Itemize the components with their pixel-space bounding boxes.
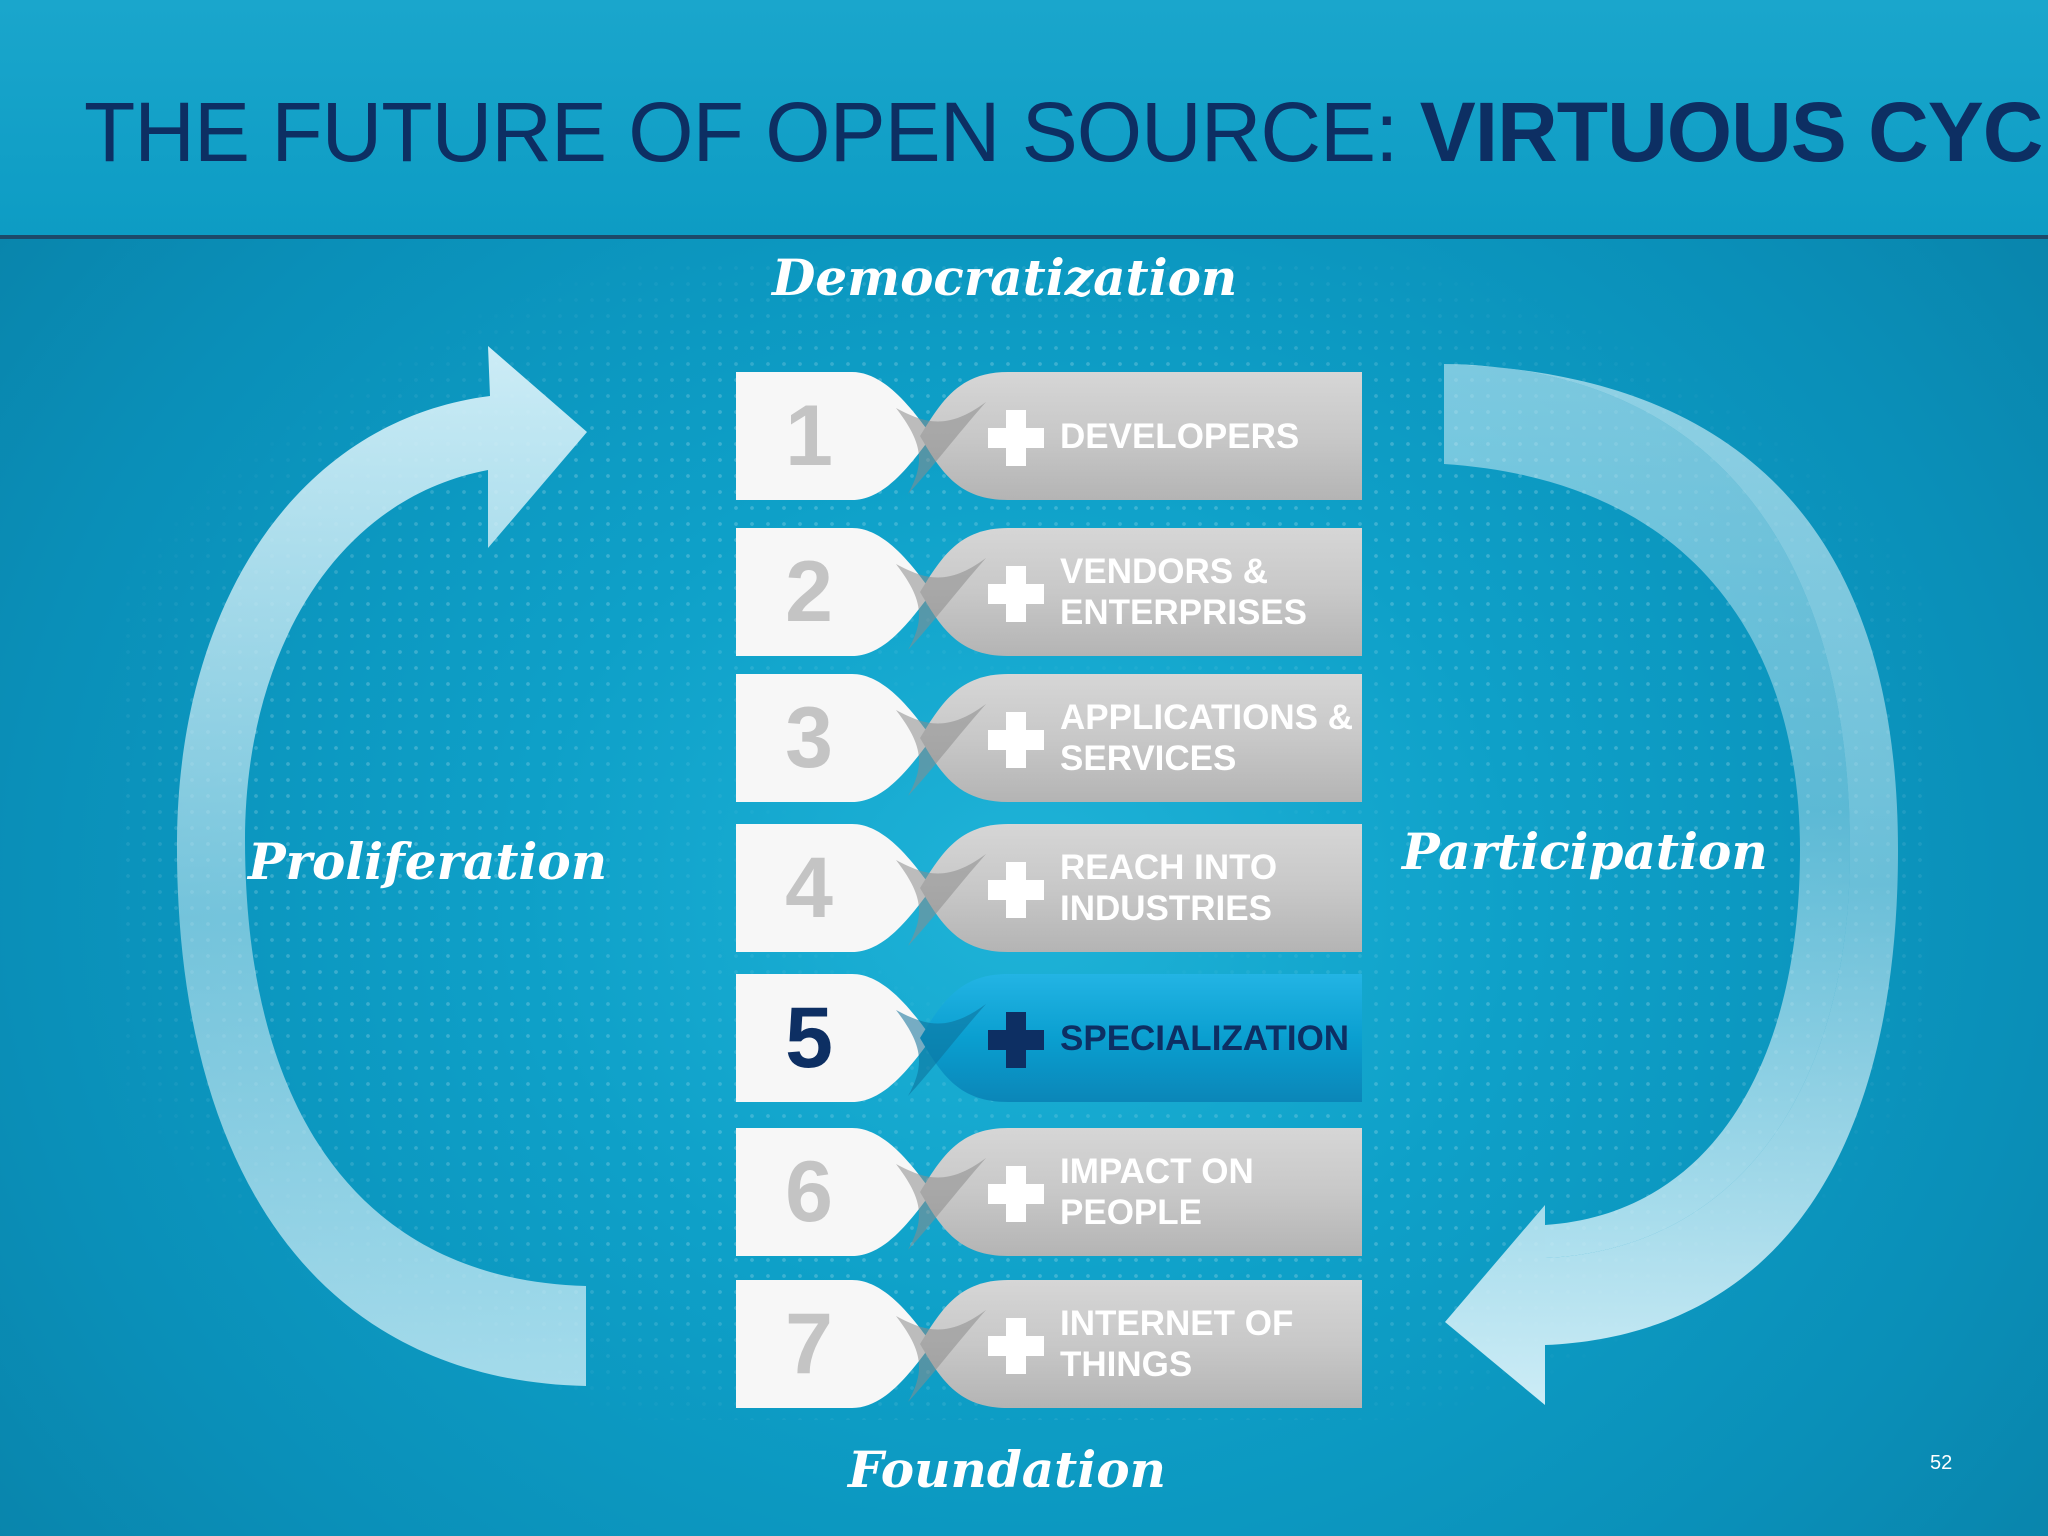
list-item: 3 APPLICATIONS & SERVICES xyxy=(736,674,1364,802)
item-label: REACH INTO INDUSTRIES xyxy=(1060,848,1278,928)
label-ribbon xyxy=(920,974,1362,1102)
cycle-label-top: Democratization xyxy=(772,248,1238,307)
label-ribbon xyxy=(920,674,1362,802)
number-panel xyxy=(736,1280,932,1408)
ribbon-twist xyxy=(896,402,986,494)
label-ribbon xyxy=(920,824,1362,952)
cycle-label-left: Proliferation xyxy=(248,832,608,891)
list-item: 6 IMPACT ON PEOPLE xyxy=(736,1128,1364,1256)
item-number: 6 xyxy=(785,1144,833,1240)
plus-icon xyxy=(988,1012,1044,1068)
item-number: 7 xyxy=(785,1296,833,1392)
number-panel xyxy=(736,528,932,656)
label-ribbon xyxy=(920,1128,1362,1256)
cycle-arrow-right-icon xyxy=(1444,364,1898,1405)
number-panel xyxy=(736,1128,932,1256)
list-item-highlighted: 5 SPECIALIZATION xyxy=(736,974,1364,1102)
label-ribbon xyxy=(920,528,1362,656)
number-panel xyxy=(736,674,932,802)
ribbon-twist xyxy=(896,1004,986,1096)
slide-title: THE FUTURE OF OPEN SOURCE: VIRTUOUS CYCL… xyxy=(84,82,2048,182)
list-item: 1 DEVELOPERS xyxy=(736,372,1364,500)
item-label: INTERNET OF THINGS xyxy=(1060,1304,1294,1384)
plus-icon xyxy=(988,862,1044,918)
list-item: 2 VENDORS & ENTERPRISES xyxy=(736,528,1364,656)
item-label: VENDORS & ENTERPRISES xyxy=(1060,552,1307,632)
ribbon-twist xyxy=(896,704,986,796)
page-number: 52 xyxy=(1930,1452,1953,1474)
list-item: 4 REACH INTO INDUSTRIES xyxy=(736,824,1364,952)
item-label: DEVELOPERS xyxy=(1060,416,1300,456)
plus-icon xyxy=(988,410,1044,466)
item-label: IMPACT ON PEOPLE xyxy=(1060,1152,1254,1232)
ribbon-twist xyxy=(896,1310,986,1402)
list-item: 7 INTERNET OF THINGS xyxy=(736,1280,1364,1408)
item-label: SPECIALIZATION xyxy=(1060,1018,1350,1058)
title-regular: THE FUTURE OF OPEN SOURCE: xyxy=(84,85,1420,179)
title-divider xyxy=(0,235,2048,239)
item-number: 3 xyxy=(785,690,833,786)
number-panel xyxy=(736,372,932,500)
plus-icon xyxy=(988,1318,1044,1374)
number-panel xyxy=(736,824,932,952)
item-number: 1 xyxy=(785,388,833,484)
title-bold: VIRTUOUS CYCLE xyxy=(1419,85,2048,179)
ribbon-twist xyxy=(896,854,986,946)
cycle-arrow-left-icon xyxy=(176,346,587,1386)
plus-icon xyxy=(988,1166,1044,1222)
label-ribbon xyxy=(920,1280,1362,1408)
number-panel xyxy=(736,974,932,1102)
cycle-label-bottom: Foundation xyxy=(848,1440,1166,1499)
cycle-label-right: Participation xyxy=(1402,822,1768,881)
item-number: 5 xyxy=(785,990,833,1086)
plus-icon xyxy=(988,712,1044,768)
item-label: APPLICATIONS & SERVICES xyxy=(1060,698,1353,778)
ribbon-twist xyxy=(896,1158,986,1250)
title-band xyxy=(0,0,2048,236)
item-number: 4 xyxy=(785,840,833,936)
label-ribbon xyxy=(920,372,1362,500)
item-number: 2 xyxy=(785,544,833,640)
plus-icon xyxy=(988,566,1044,622)
ribbon-twist xyxy=(896,558,986,650)
